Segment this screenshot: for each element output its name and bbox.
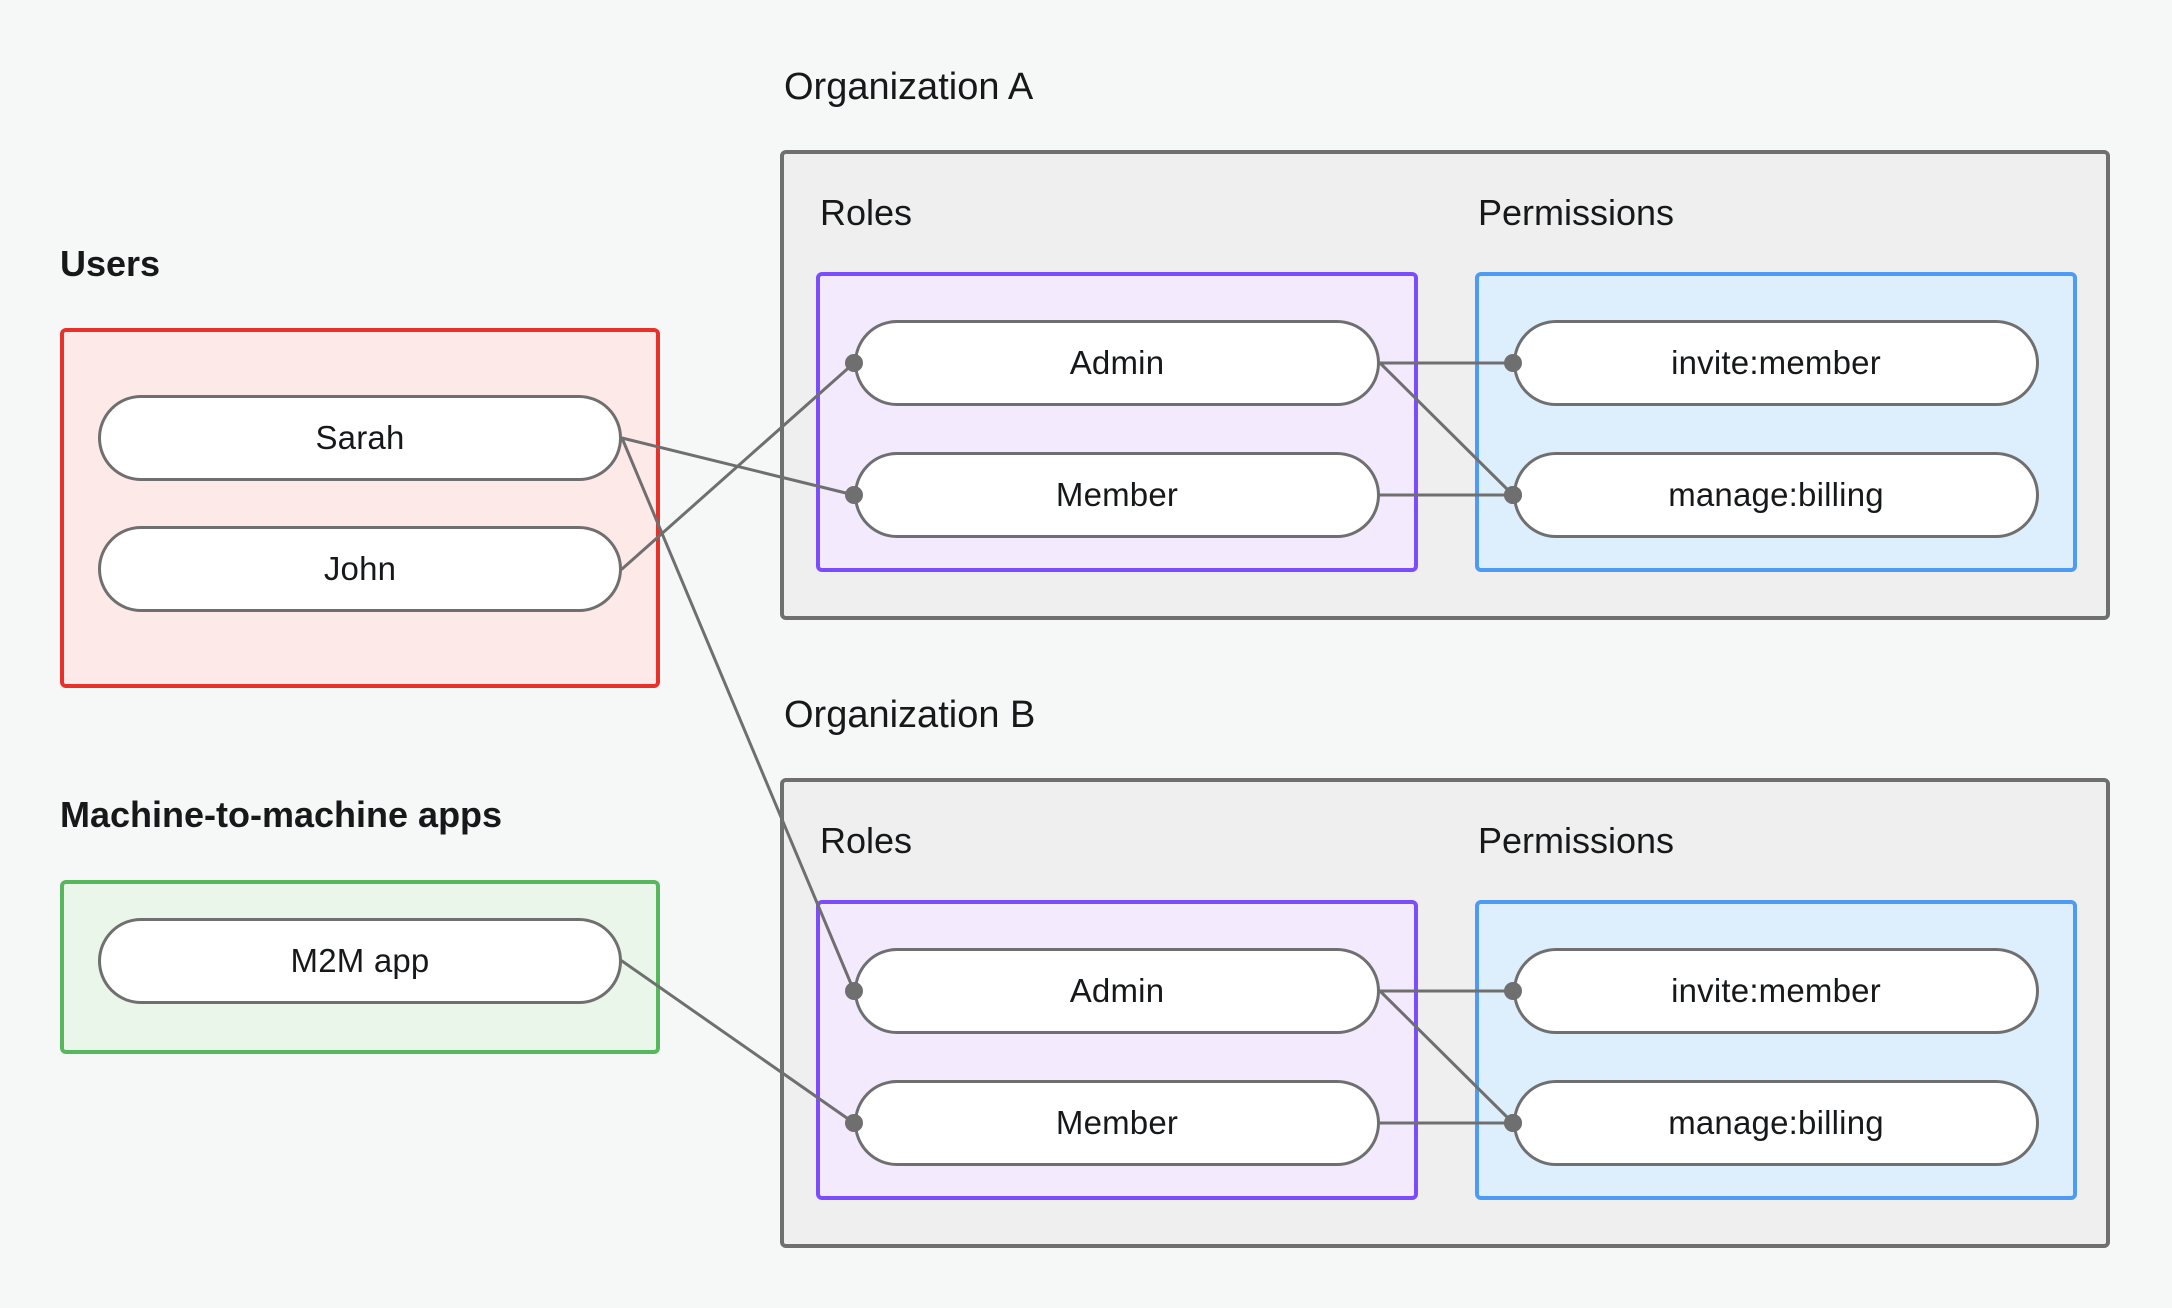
node-org-a-role-member[interactable]: Member [854, 452, 1380, 538]
node-org-a-permission-manage-billing[interactable]: manage:billing [1513, 452, 2039, 538]
m2m-title: Machine-to-machine apps [60, 794, 503, 835]
node-org-b-role-admin[interactable]: Admin [854, 948, 1380, 1034]
node-org-b-permission-invite-member[interactable]: invite:member [1513, 948, 2039, 1034]
node-m2m-app[interactable]: M2M app [98, 918, 622, 1004]
node-org-a-role-admin[interactable]: Admin [854, 320, 1380, 406]
node-user-john[interactable]: John [98, 526, 622, 612]
node-user-sarah[interactable]: Sarah [98, 395, 622, 481]
org-a-permissions-title: Permissions [1478, 192, 1675, 233]
organization-a-title: Organization A [784, 66, 1034, 108]
node-org-a-permission-invite-member[interactable]: invite:member [1513, 320, 2039, 406]
organization-b-title: Organization B [784, 694, 1036, 736]
node-org-b-permission-manage-billing[interactable]: manage:billing [1513, 1080, 2039, 1166]
org-b-roles-title: Roles [820, 820, 913, 861]
org-b-permissions-title: Permissions [1478, 820, 1675, 861]
users-group [60, 328, 660, 688]
node-org-b-role-member[interactable]: Member [854, 1080, 1380, 1166]
org-a-roles-title: Roles [820, 192, 913, 233]
users-title: Users [60, 243, 161, 284]
